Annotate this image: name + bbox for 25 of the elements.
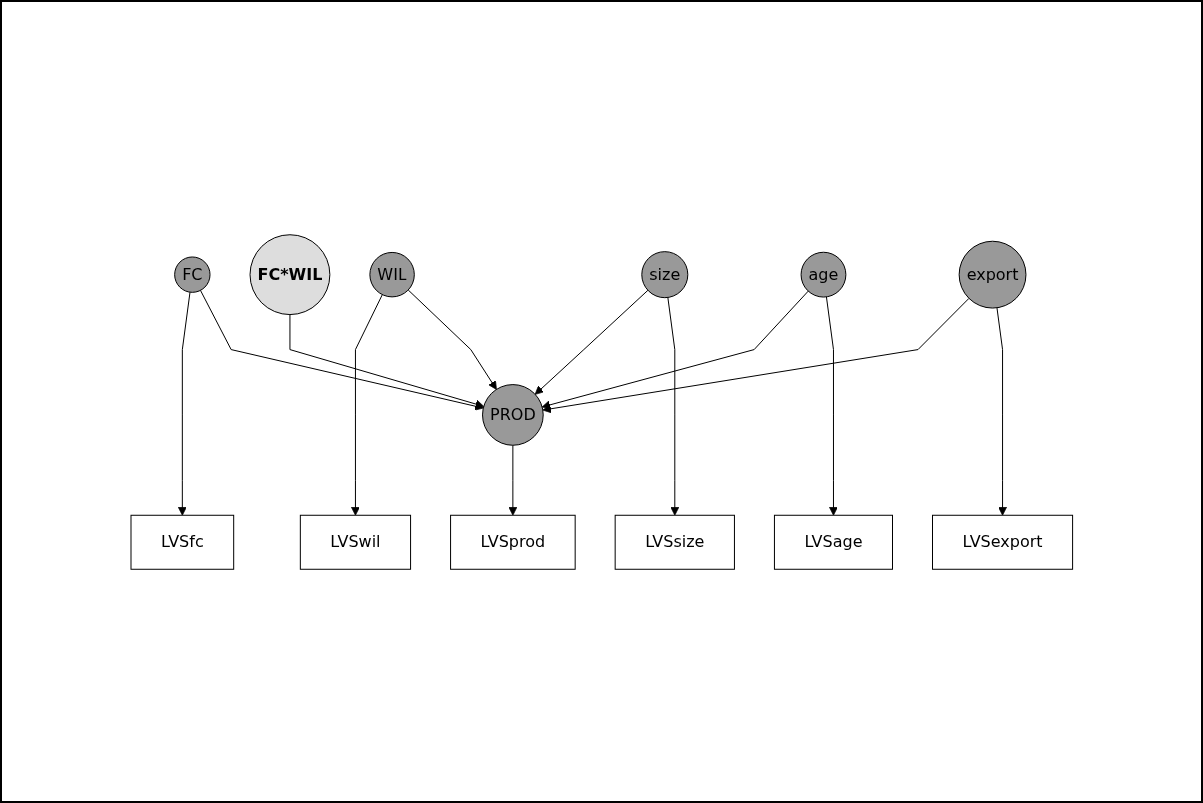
node-box: LVSfc [130, 514, 234, 570]
arrow [667, 296, 679, 516]
arrow [350, 293, 383, 516]
arrow [407, 289, 497, 390]
node-box: LVSage [773, 514, 893, 570]
node-circle: FC*WIL [249, 233, 331, 315]
arrow [289, 313, 484, 408]
arrow [177, 291, 191, 516]
arrow [534, 289, 649, 395]
node-circle: export [958, 240, 1027, 309]
node-box: LVSsize [614, 514, 735, 570]
arrow [199, 289, 484, 411]
node-box: LVSprod [449, 514, 576, 570]
node-circle: FC [173, 255, 211, 293]
node-circle: WIL [369, 251, 415, 297]
node-box: LVSexport [931, 514, 1073, 570]
arrow [996, 306, 1007, 516]
arrow [508, 444, 517, 516]
node-circle: age [800, 251, 847, 298]
arrow [542, 297, 970, 413]
node-circle: PROD [481, 383, 544, 446]
node-circle: size [641, 250, 688, 298]
node-box: LVSwil [299, 514, 411, 570]
arrow [541, 290, 809, 409]
arrow [825, 295, 838, 516]
